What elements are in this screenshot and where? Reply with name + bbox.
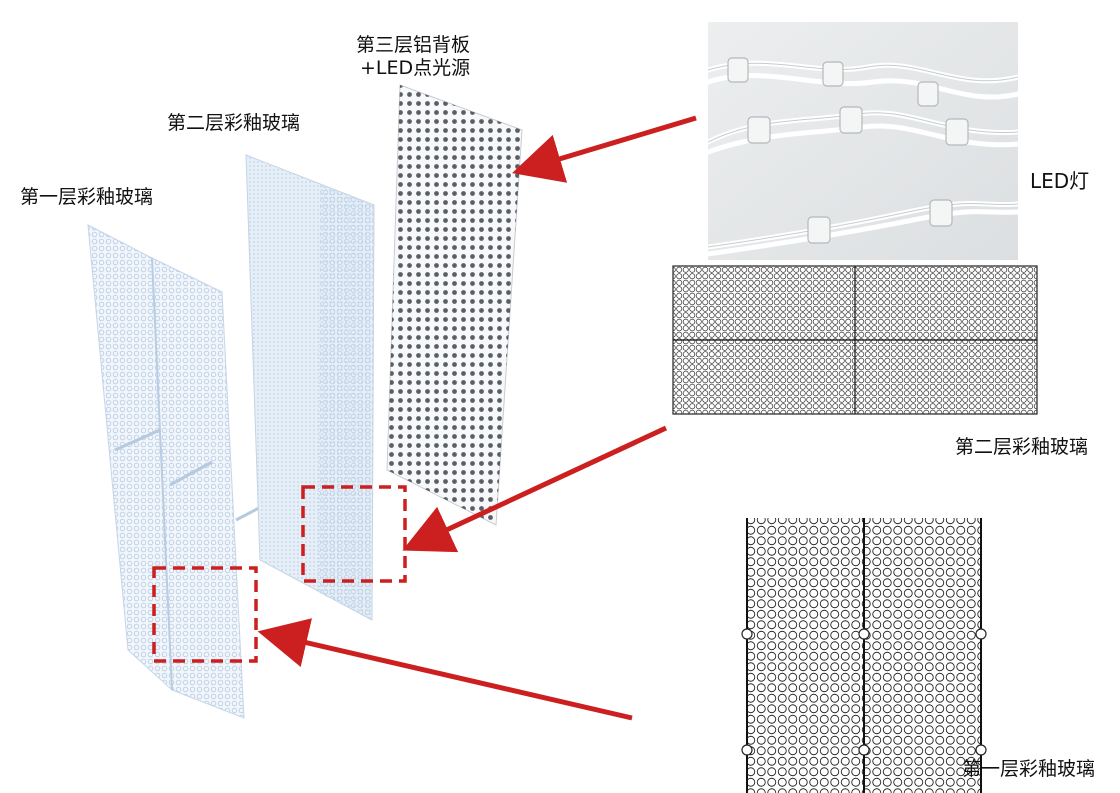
dashed-box-layer1 bbox=[152, 566, 258, 663]
layer3-aluminium-panel bbox=[386, 84, 523, 526]
detail-layer1-panel bbox=[741, 518, 987, 793]
led-string-photo bbox=[708, 22, 1018, 260]
detail-layer1-label: 第一层彩釉玻璃 bbox=[962, 758, 1096, 780]
dashed-box-layer2 bbox=[301, 485, 407, 583]
layer3-label: 第三层铝背板 +LED点光源 bbox=[356, 34, 470, 80]
layer3-label-line2: +LED点光源 bbox=[360, 57, 471, 79]
layer2-glass bbox=[245, 154, 375, 621]
red-arrow-icon bbox=[512, 115, 697, 183]
layer1-label: 第一层彩釉玻璃 bbox=[20, 186, 154, 208]
layer2-label: 第二层彩釉玻璃 bbox=[167, 112, 301, 134]
layer1-glass bbox=[87, 224, 279, 719]
red-arrow-icon bbox=[402, 425, 668, 553]
detail-layer2-panel bbox=[672, 265, 1038, 415]
red-arrow-icon bbox=[257, 618, 633, 721]
layer3-label-line1: 第三层铝背板 bbox=[356, 34, 471, 56]
led-label: LED灯 bbox=[1030, 169, 1090, 193]
detail-layer2-label: 第二层彩釉玻璃 bbox=[955, 436, 1089, 458]
